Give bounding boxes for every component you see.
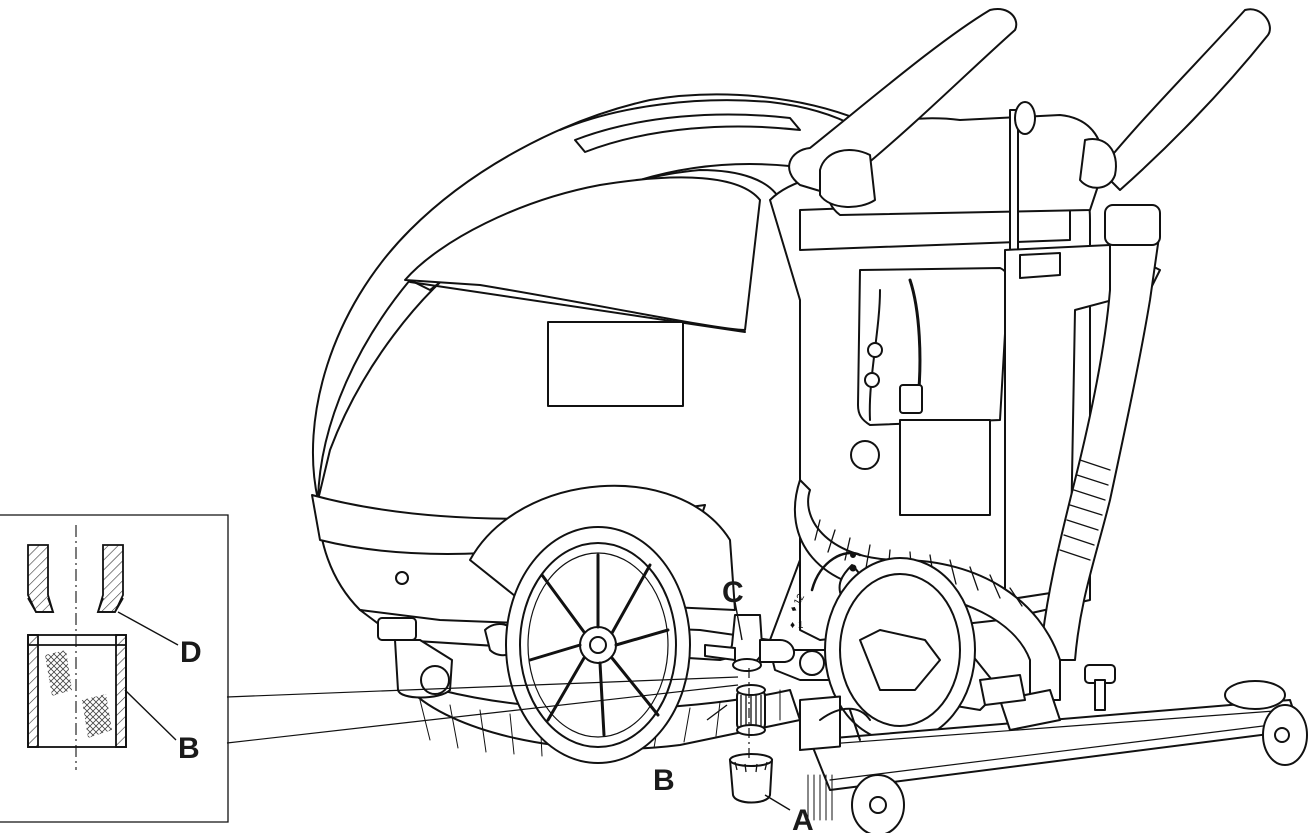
left-caster-mount — [377, 617, 417, 641]
label-plate — [547, 321, 684, 407]
filter-b — [736, 684, 766, 736]
right-handle — [1099, 8, 1271, 191]
hood-panel — [404, 176, 761, 331]
detail-inset — [0, 514, 229, 823]
hood-top-strip — [574, 113, 801, 153]
hood-panel-line — [409, 281, 746, 333]
projection-lines — [226, 676, 739, 744]
charger-box — [857, 267, 1009, 426]
inset-mesh — [45, 650, 112, 738]
inset-leaders — [117, 611, 179, 741]
rear-wheel — [505, 526, 691, 764]
leader-lines — [706, 601, 791, 811]
charger-lower — [899, 419, 991, 516]
cap-a — [728, 753, 774, 804]
squeegee-blade — [799, 695, 841, 752]
callout-c: C — [722, 576, 744, 609]
lever-rod — [1009, 109, 1019, 271]
callout-b: B — [653, 764, 675, 797]
hood-top-rim — [559, 99, 859, 131]
callout-b-inset: B — [178, 732, 200, 765]
body-hole — [395, 571, 409, 585]
callout-d: D — [180, 636, 202, 669]
recovery-hose — [1039, 215, 1161, 661]
svg-text:♦ 1: ♦ 1 — [790, 620, 804, 631]
inset-filter-section — [27, 634, 127, 748]
callout-a: A — [792, 804, 814, 837]
